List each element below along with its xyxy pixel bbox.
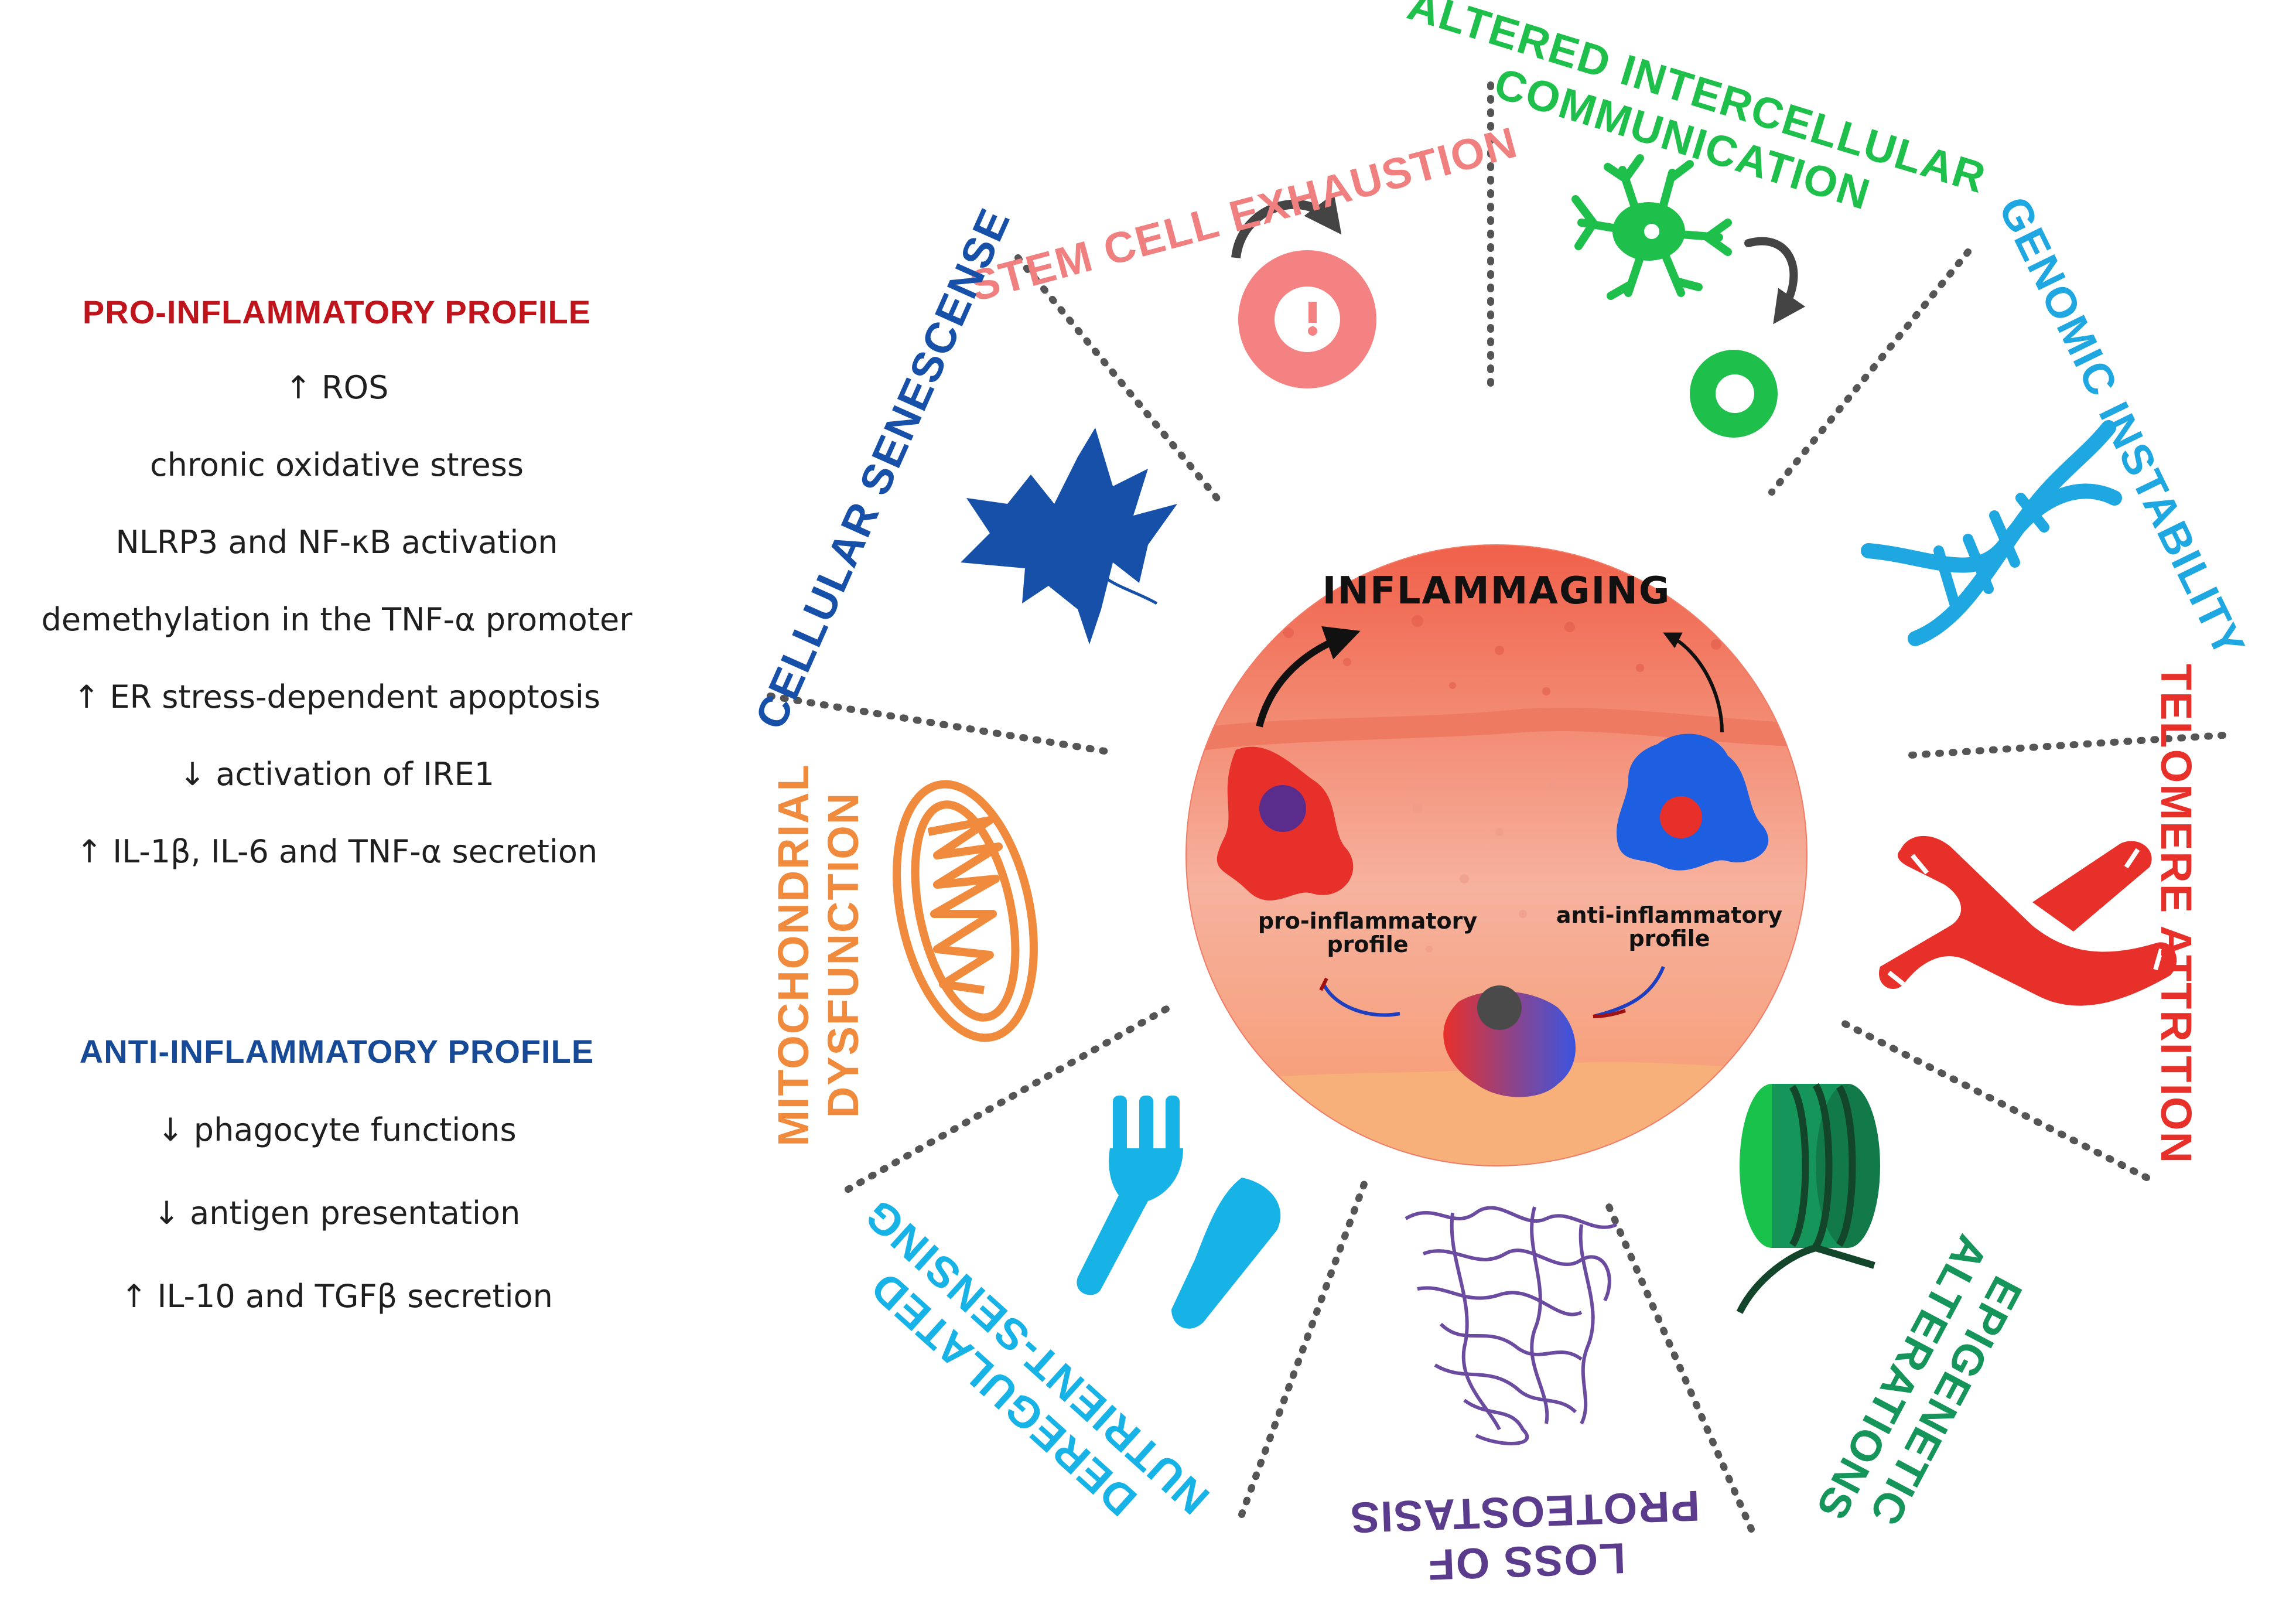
- pro-item: ↑ ER stress-dependent apoptosis: [73, 678, 600, 715]
- hallmark-label-telomere-attrition: TELOMERE ATTRITION: [2152, 664, 2201, 1164]
- chromosome-icon: [1879, 835, 2177, 1006]
- pro-inflammatory-panel: PRO-INFLAMMATORY PROFILE ↑ ROS chronic o…: [0, 293, 674, 910]
- inflammaging-center: [1185, 544, 1808, 1166]
- pro-item: demethylation in the TNF-α promoter: [41, 601, 633, 638]
- stem-cell-icon: [1231, 193, 1376, 388]
- pro-profile-label-2: profile: [1327, 932, 1408, 957]
- anti-item: ↓ phagocyte functions: [157, 1111, 517, 1148]
- segment-separators: [767, 81, 2226, 1533]
- pro-profile-label-1: pro-inflammatory: [1258, 908, 1478, 934]
- hallmark-label-deregulated-nutrient-sensing: DEREGULATEDNUTRIENT-SENSING: [822, 1190, 1218, 1561]
- pro-item: ↓ activation of IRE1: [179, 756, 495, 793]
- hallmark-label-loss-of-proteostasis: LOSS OFPROTEOSTASIS: [1349, 1482, 1703, 1592]
- pro-profile-list: ↑ ROS chronic oxidative stress NLRP3 and…: [0, 369, 674, 910]
- anti-profile-title: ANTI-INFLAMMATORY PROFILE: [79, 1033, 594, 1070]
- pro-item: ↑ IL-1β, IL-6 and TNF-α secretion: [76, 833, 598, 870]
- hallmark-label-cellular-senescense: CELLULAR SENESCENSE: [746, 201, 1020, 736]
- nucleosome-icon: [1736, 1083, 1880, 1314]
- hallmark-label-mitochondrial-dysfunction: MITOCHONDRIALDYSFUNCTION: [769, 763, 867, 1147]
- maple-leaf-icon: [961, 428, 1177, 644]
- pro-item: chronic oxidative stress: [149, 446, 524, 483]
- dna-icon: [1861, 420, 2122, 646]
- pro-item: ↑ ROS: [285, 369, 389, 406]
- anti-profile-list: ↓ phagocyte functions ↓ antigen presenta…: [0, 1111, 674, 1361]
- neuron-icon: [1571, 154, 1806, 438]
- anti-inflammatory-panel: ANTI-INFLAMMATORY PROFILE ↓ phagocyte fu…: [0, 1032, 674, 1361]
- hallmark-label-altered-intercellular-communication: ALTERED INTERCELLULARCOMMUNICATION: [1388, 0, 1991, 250]
- fork-knife-icon: [1077, 1096, 1281, 1329]
- mitochondrion-icon: [893, 780, 1038, 1042]
- protein-icon: [1405, 1206, 1618, 1445]
- center-title: INFLAMMAGING: [1323, 569, 1671, 613]
- anti-item: ↑ IL-10 and TGFβ secretion: [121, 1278, 553, 1315]
- pro-profile-title: PRO-INFLAMMATORY PROFILE: [82, 294, 592, 330]
- anti-item: ↓ antigen presentation: [153, 1195, 521, 1231]
- hallmark-label-genomic-instability: GENOMIC INSTABILITY: [1989, 189, 2254, 665]
- hallmark-label-epigenetic-alterations: EPIGENETICALTERATIONS: [1807, 1227, 2042, 1551]
- hallmark-label-stem-cell-exhaustion: STEM CELL EXHAUSTION: [965, 118, 1522, 311]
- anti-profile-label-2: profile: [1628, 926, 1710, 951]
- anti-profile-label-1: anti-inflammatory: [1556, 902, 1782, 928]
- pro-item: NLRP3 and NF-κB activation: [115, 524, 558, 561]
